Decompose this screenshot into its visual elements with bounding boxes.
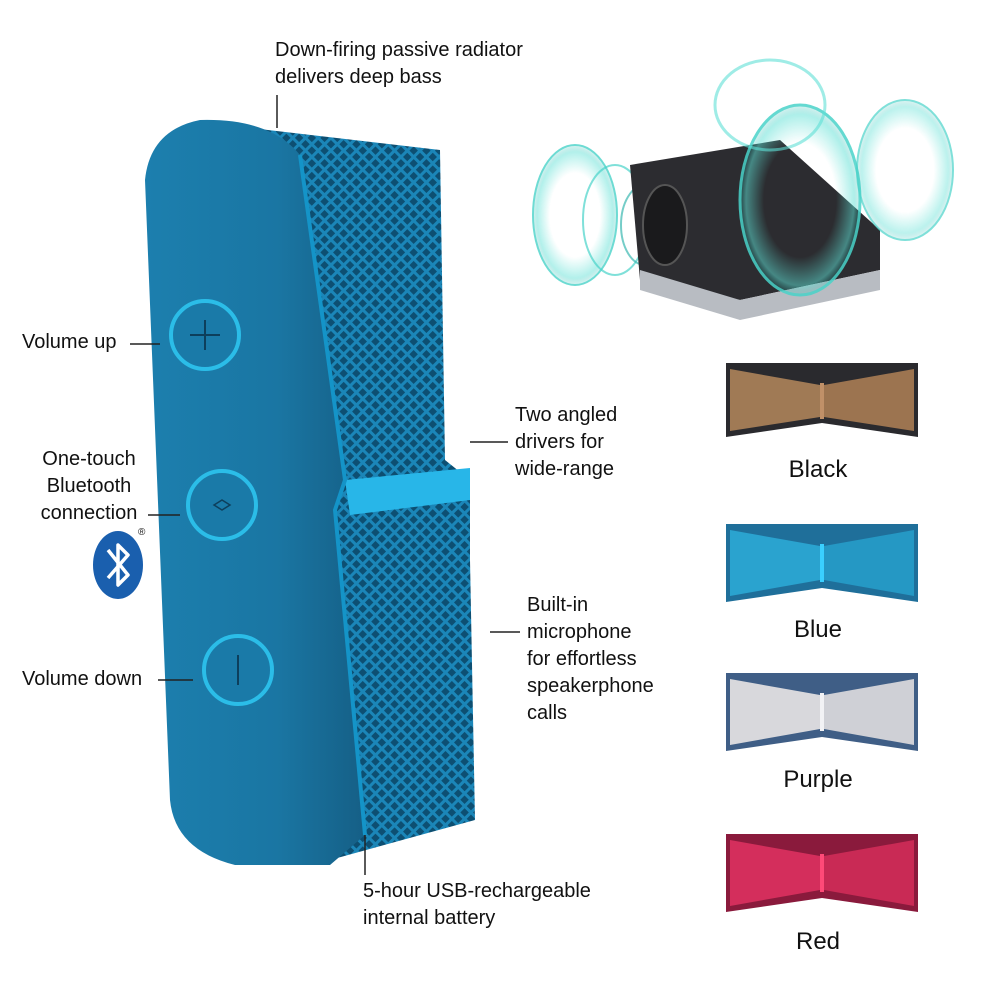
registered-mark: ® (138, 527, 146, 538)
swatch-label-blue: Blue (793, 616, 843, 643)
bluetooth-label: One-touch Bluetooth connection (40, 448, 138, 524)
volume-down-label: Volume down (22, 668, 143, 690)
battery-label: 5-hour USB-rechargeable internal battery (363, 880, 591, 929)
volume-up-button (169, 299, 241, 371)
bluetooth-logo-icon (93, 531, 143, 599)
radiator-label: Down-firing passive radiator delivers de… (275, 39, 523, 88)
bluetooth-button (186, 469, 258, 541)
volume-up-label: Volume up (22, 331, 117, 353)
microphone-label: Built-in microphone for effortless speak… (527, 594, 654, 724)
swatch-label-black: Black (788, 456, 848, 483)
sound-wave-illustration (532, 58, 954, 320)
swatch-label-red: Red (795, 928, 841, 955)
volume-down-button (202, 634, 274, 706)
drivers-label: Two angled drivers for wide-range (515, 404, 618, 480)
swatch-label-purple: Purple (783, 766, 853, 793)
speaker-accent-band (345, 468, 470, 515)
